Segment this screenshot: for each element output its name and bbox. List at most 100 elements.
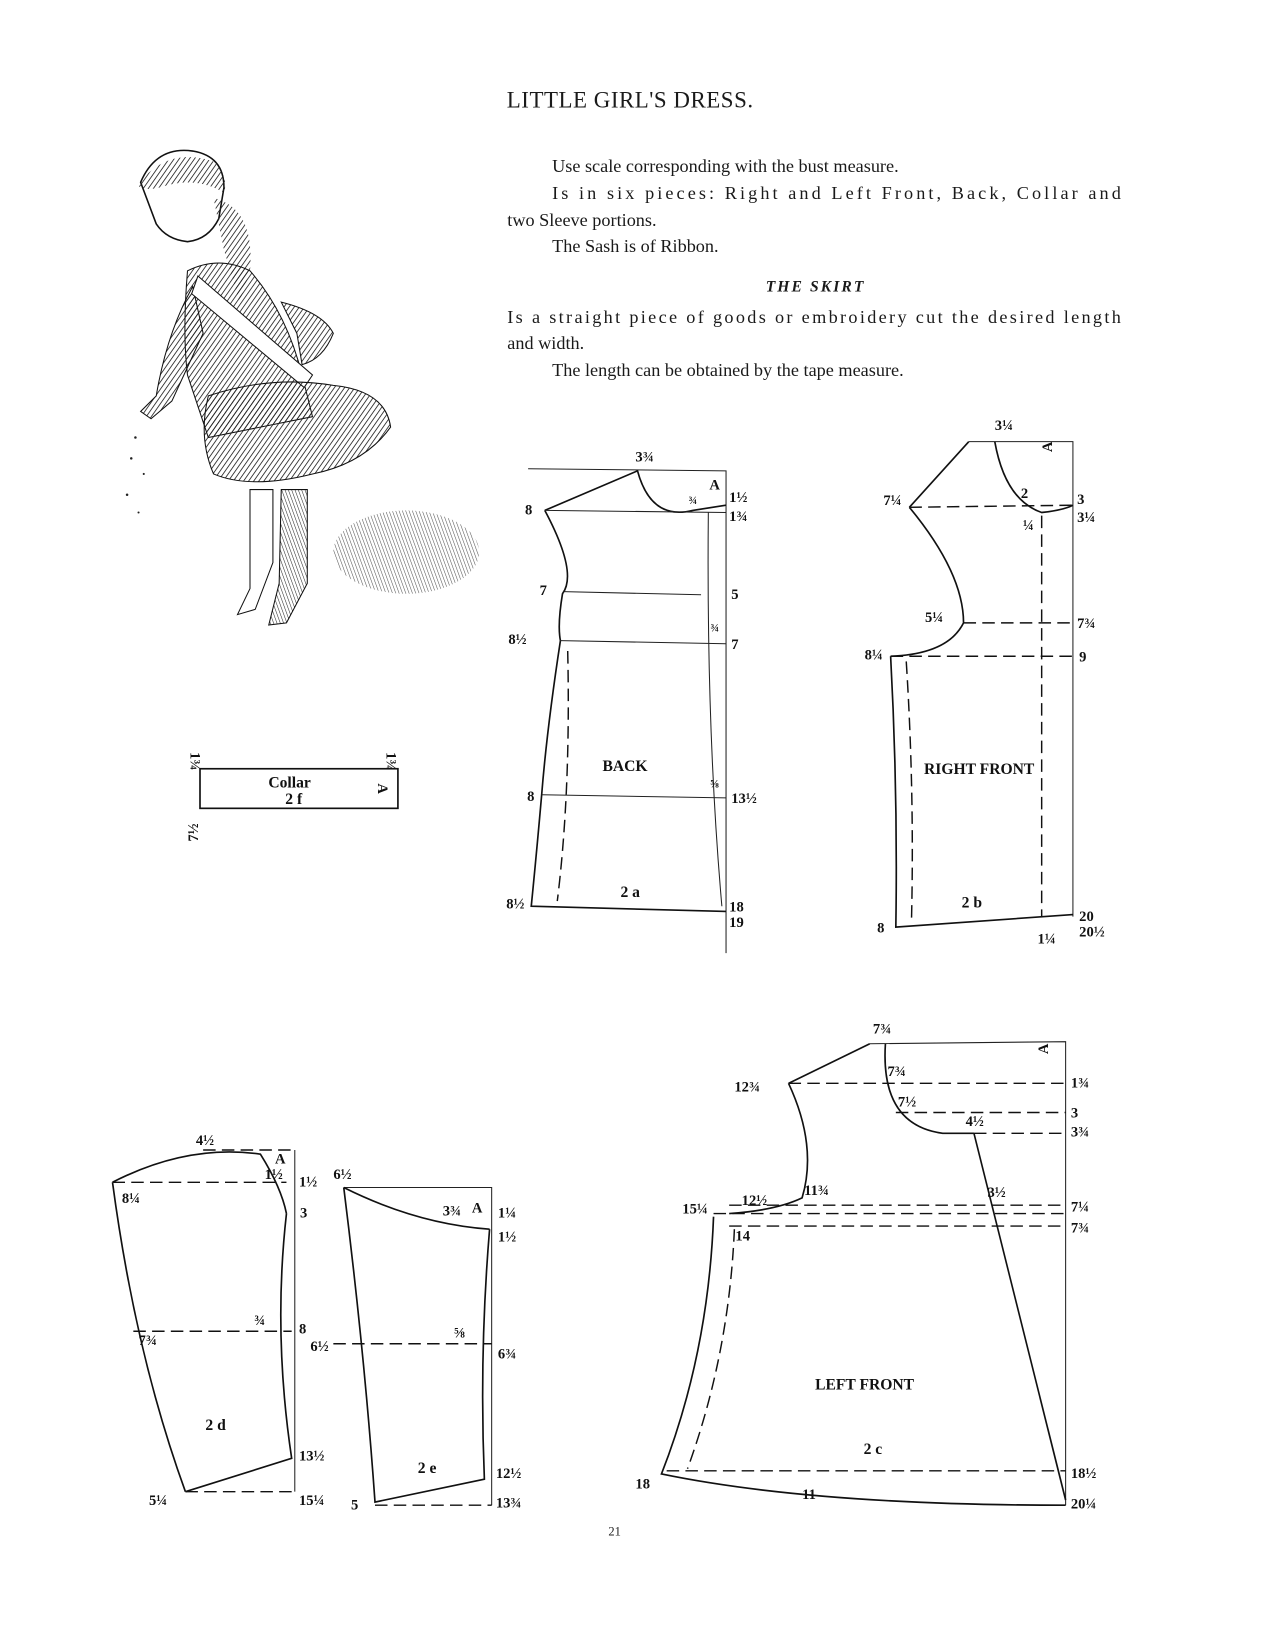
measure-label: 13½ bbox=[731, 791, 757, 807]
measure-label: 1¾ bbox=[187, 752, 203, 770]
intro-text: Use scale corresponding with the bust me… bbox=[507, 156, 1121, 380]
measure-label: 3¾ bbox=[443, 1204, 461, 1220]
piece-code: 2 f bbox=[285, 791, 303, 808]
measure-label: 4½ bbox=[966, 1114, 984, 1130]
measure-label: 6½ bbox=[310, 1339, 328, 1355]
grain-mark: A bbox=[1036, 1043, 1052, 1054]
measure-label: 1¼ bbox=[498, 1206, 516, 1222]
skirt-heading: THE SKIRT bbox=[766, 279, 866, 296]
measure-label: 7¾ bbox=[139, 1333, 157, 1349]
measure-label: 3¾ bbox=[635, 449, 653, 465]
grain-mark: A bbox=[1040, 441, 1056, 452]
page-title: LITTLE GIRL'S DRESS. bbox=[507, 87, 754, 112]
skirt-line: Is a straight piece of goods or embroide… bbox=[507, 307, 1121, 327]
page-number: 21 bbox=[608, 1524, 621, 1538]
measure-label: 20½ bbox=[1079, 924, 1105, 940]
measure-label: 3 bbox=[1071, 1106, 1078, 1122]
measure-label: ¾ bbox=[254, 1313, 265, 1329]
piece-name: BACK bbox=[602, 758, 648, 775]
measure-label: 7½ bbox=[898, 1094, 916, 1110]
measure-label: 9 bbox=[1079, 649, 1086, 665]
measure-label: 4½ bbox=[196, 1133, 214, 1149]
measure-label: 13½ bbox=[299, 1448, 325, 1464]
measure-label: 6½ bbox=[333, 1167, 351, 1183]
grain-mark: A bbox=[709, 478, 720, 494]
pattern-piece-back: 3¾ A ¾ 1½ 1¾ 8 7 5 ¾ 7 8½ BACK ⅝ 13½ 8 2… bbox=[506, 449, 757, 954]
measure-label: 14 bbox=[735, 1229, 750, 1245]
intro-line: Is in six pieces: Right and Left Front, … bbox=[552, 183, 1121, 203]
grain-mark: A bbox=[472, 1201, 483, 1217]
measure-label: 18 bbox=[635, 1477, 650, 1493]
measure-label: 1½ bbox=[729, 490, 747, 506]
piece-code: 2 d bbox=[205, 1417, 226, 1434]
measure-label: 1¼ bbox=[1038, 932, 1056, 948]
measure-label: 7¾ bbox=[873, 1021, 891, 1037]
measure-label: 1½ bbox=[299, 1174, 317, 1190]
measure-label: 5 bbox=[351, 1497, 358, 1513]
piece-code: 2 c bbox=[864, 1441, 883, 1458]
measure-label: 1¾ bbox=[1071, 1076, 1089, 1092]
measure-label: 20¼ bbox=[1071, 1496, 1097, 1512]
measure-label: ¾ bbox=[689, 495, 698, 507]
measure-label: 15¼ bbox=[299, 1493, 325, 1509]
measure-label: 8 bbox=[527, 789, 534, 805]
measure-label: 5 bbox=[731, 587, 738, 603]
measure-label: 7¾ bbox=[888, 1064, 906, 1080]
intro-line: The Sash is of Ribbon. bbox=[552, 236, 719, 256]
measure-label: 12¾ bbox=[734, 1080, 760, 1096]
measure-label: 7 bbox=[540, 583, 547, 599]
measure-label: 7 bbox=[731, 637, 738, 653]
measure-label: 3¾ bbox=[1071, 1124, 1089, 1140]
measure-label: 1½ bbox=[498, 1230, 516, 1246]
measure-label: 6¾ bbox=[498, 1346, 516, 1362]
measure-label: ¼ bbox=[1023, 518, 1034, 534]
pattern-piece-under-sleeve: 6½ 3¾ A 1¼ 1½ 6½ ⅝ 6¾ 2 e 12½ 5 13¾ bbox=[310, 1167, 521, 1513]
measure-label: 15¼ bbox=[682, 1202, 708, 1218]
measure-label: 8¼ bbox=[122, 1191, 140, 1207]
grain-mark: A bbox=[374, 783, 390, 794]
measure-label: 5¼ bbox=[925, 610, 943, 626]
measure-label: 8½ bbox=[506, 896, 524, 912]
measure-label: 19 bbox=[729, 915, 744, 931]
measure-label: 5¼ bbox=[149, 1493, 167, 1509]
girl-illustration bbox=[125, 149, 480, 626]
measure-label: 1½ bbox=[265, 1167, 283, 1183]
measure-label: 3¼ bbox=[1077, 510, 1095, 526]
pattern-piece-right-front: 3¼ A 7¼ 2 3 3¼ ¼ 5¼ 7¾ 8¼ 9 RIGHT FRONT … bbox=[865, 418, 1105, 948]
intro-line: Use scale corresponding with the bust me… bbox=[552, 156, 899, 176]
measure-label: 11¾ bbox=[804, 1183, 829, 1199]
skirt-line: and width. bbox=[507, 333, 584, 353]
measure-label: 8 bbox=[525, 503, 532, 519]
measure-label: 7¼ bbox=[1071, 1199, 1089, 1215]
measure-label: 3½ bbox=[988, 1185, 1006, 1201]
intro-line: two Sleeve portions. bbox=[507, 210, 656, 230]
measure-label: 2 bbox=[1021, 486, 1028, 502]
measure-label: 7¾ bbox=[1077, 616, 1095, 632]
grain-mark: A bbox=[275, 1152, 286, 1168]
measure-label: 7½ bbox=[186, 823, 202, 841]
pattern-piece-left-front: 7¾ A 12¾ 7¾ 7½ 4½ 1¾ 3 3¾ 12½ 11¾ 15¼ 3½… bbox=[635, 1021, 1096, 1512]
measure-label: ⅝ bbox=[454, 1326, 465, 1342]
piece-code: 2 e bbox=[418, 1460, 437, 1477]
measure-label: 11 bbox=[802, 1487, 816, 1503]
piece-name: RIGHT FRONT bbox=[924, 761, 1035, 778]
measure-label: 8½ bbox=[508, 632, 526, 648]
measure-label: 12½ bbox=[496, 1466, 522, 1482]
measure-label: 7¼ bbox=[883, 493, 901, 509]
skirt-line: The length can be obtained by the tape m… bbox=[552, 360, 904, 380]
piece-code: 2 b bbox=[962, 894, 983, 911]
measure-label: ⅝ bbox=[710, 779, 719, 791]
piece-code: 2 a bbox=[620, 884, 640, 901]
measure-label: 7¾ bbox=[1071, 1220, 1089, 1236]
piece-name: Collar bbox=[268, 775, 311, 792]
measure-label: 1¾ bbox=[382, 752, 398, 770]
measure-label: 3 bbox=[300, 1206, 307, 1222]
piece-name: LEFT FRONT bbox=[815, 1377, 915, 1394]
measure-label: 18½ bbox=[1071, 1466, 1097, 1482]
measure-label: 20 bbox=[1079, 909, 1094, 925]
measure-label: 13¾ bbox=[496, 1495, 522, 1511]
measure-label: 18 bbox=[729, 899, 744, 915]
measure-label: 3¼ bbox=[995, 418, 1013, 434]
measure-label: ¾ bbox=[710, 622, 719, 634]
